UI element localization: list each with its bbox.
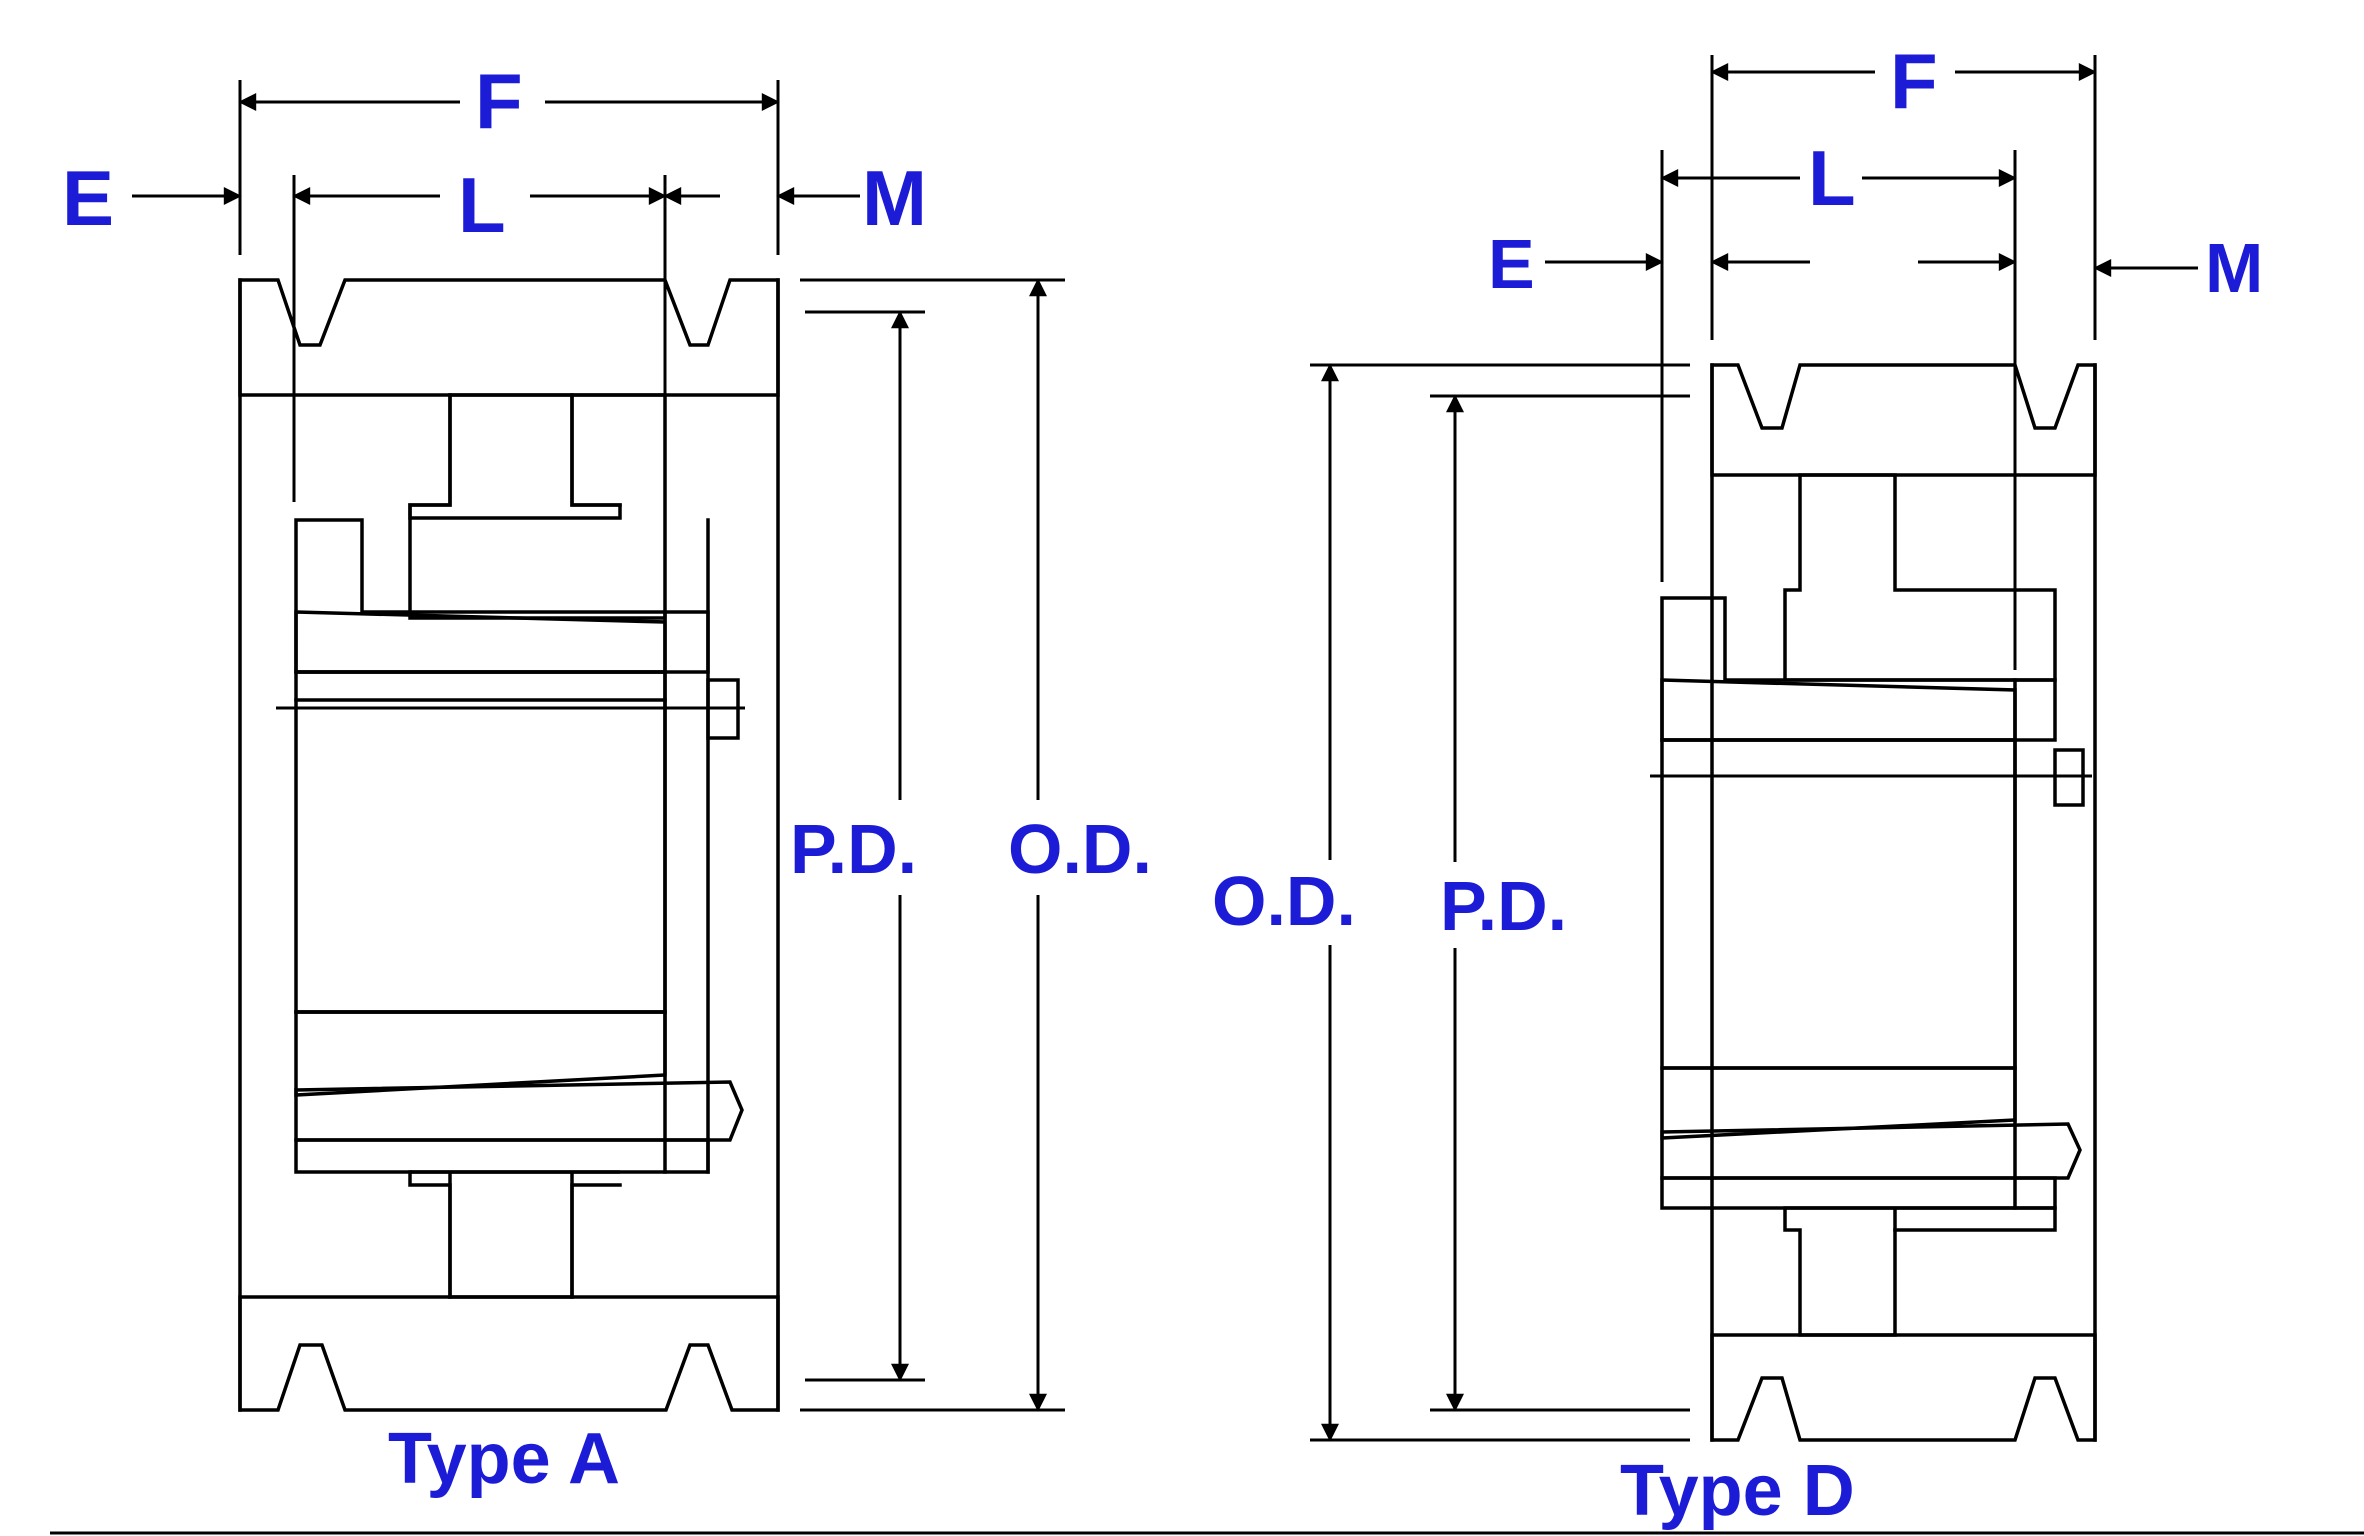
- type-d-sheave: [1310, 55, 2198, 1442]
- type-a-f-label: F: [475, 57, 523, 145]
- type-d-sheave-outline: [1650, 363, 2097, 1442]
- type-d-od-label: O.D.: [1212, 862, 1356, 940]
- type-d-title: Type D: [1620, 1451, 1855, 1531]
- type-d-e-label: E: [1488, 225, 1535, 303]
- type-a-title: Type A: [388, 1419, 620, 1499]
- type-d-f-label: F: [1890, 37, 1938, 125]
- type-a-l-label: L: [458, 161, 506, 249]
- type-a-sheave: [132, 80, 1065, 1412]
- type-a-od-label: O.D.: [1008, 810, 1152, 888]
- type-d-m-label: M: [2205, 229, 2263, 307]
- type-d-dimension-lines: [1310, 55, 2198, 1442]
- type-a-dimension-lines: [132, 80, 1065, 1412]
- type-a-sheave-outline: [238, 278, 780, 1412]
- type-a-pd-label: P.D.: [790, 810, 917, 888]
- type-a-m-label: M: [862, 154, 927, 242]
- type-d-pd-label: P.D.: [1440, 867, 1567, 945]
- type-a-e-label: E: [62, 154, 114, 242]
- type-d-l-label: L: [1808, 134, 1856, 222]
